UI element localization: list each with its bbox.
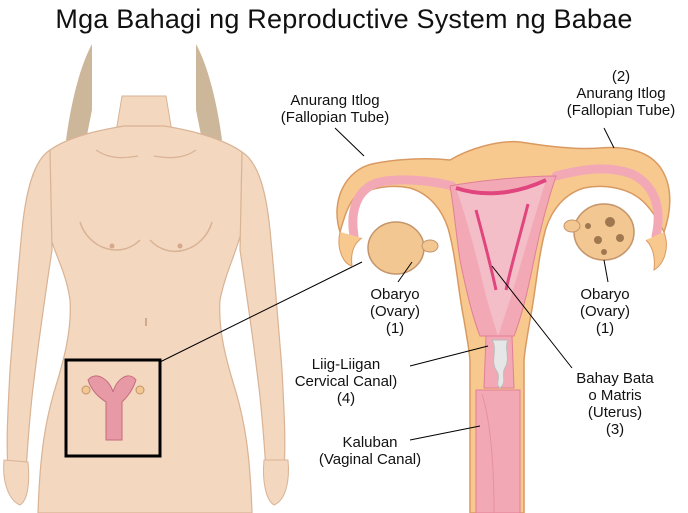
label-cervical-line1: Liig-Liigan: [311, 356, 381, 373]
label-ovary-right-line1: Obaryo: [580, 286, 630, 303]
label-uterus: Bahay Bata o Matris (Uterus) (3): [556, 370, 674, 438]
vaginal-canal: [475, 389, 521, 513]
label-fallopian-left: Anurang Itlog (Fallopian Tube): [268, 92, 402, 126]
label-vagina-line1: Kaluban: [342, 434, 398, 451]
label-cervical-canal: Liig-Liigan Cervical Canal) (4): [276, 356, 416, 407]
label-ovary-left-line2: (Ovary): [370, 303, 420, 320]
uterus-diagram: [336, 140, 671, 513]
label-vaginal-canal: Kaluban (Vaginal Canal): [300, 434, 440, 468]
label-cervical-number: (4): [336, 390, 356, 407]
label-fallopian-right-line1: Anurang Itlog: [576, 85, 666, 102]
inset-leader-line: [159, 261, 363, 363]
page-title: Mga Bahagi ng Reproductive System ng Bab…: [55, 4, 633, 34]
label-uterus-line1: Bahay Bata: [576, 370, 654, 387]
label-fallopian-right-line2: (Fallopian Tube): [566, 102, 676, 119]
female-figure: [3, 44, 289, 513]
label-fallopian-right: (2) Anurang Itlog (Fallopian Tube): [554, 68, 688, 119]
label-fallopian-left-line1: Anurang Itlog: [290, 92, 380, 109]
left-ovary: [367, 221, 425, 275]
label-fallopian-right-number: (2): [611, 68, 631, 85]
label-ovary-left: Obaryo (Ovary) (1): [350, 286, 440, 337]
leader-lines: [334, 127, 615, 441]
cervical-mucus: [491, 339, 509, 389]
label-fallopian-left-line2: (Fallopian Tube): [280, 109, 390, 126]
label-cervical-line2: Cervical Canal): [294, 373, 398, 390]
left-arm: [6, 148, 53, 471]
label-uterus-number: (3): [605, 421, 625, 438]
label-uterus-line3: (Uterus): [587, 404, 643, 421]
hair: [66, 44, 92, 150]
label-ovary-left-number: (1): [385, 320, 405, 337]
breasts: [79, 221, 213, 252]
label-ovary-right-number: (1): [595, 320, 615, 337]
label-ovary-right-line2: (Ovary): [580, 303, 630, 320]
inset-organ: [81, 375, 145, 441]
label-uterus-line2: o Matris: [588, 387, 642, 404]
label-ovary-left-line1: Obaryo: [370, 286, 420, 303]
label-vagina-line2: (Vaginal Canal): [318, 451, 422, 468]
label-ovary-right: Obaryo (Ovary) (1): [560, 286, 650, 337]
